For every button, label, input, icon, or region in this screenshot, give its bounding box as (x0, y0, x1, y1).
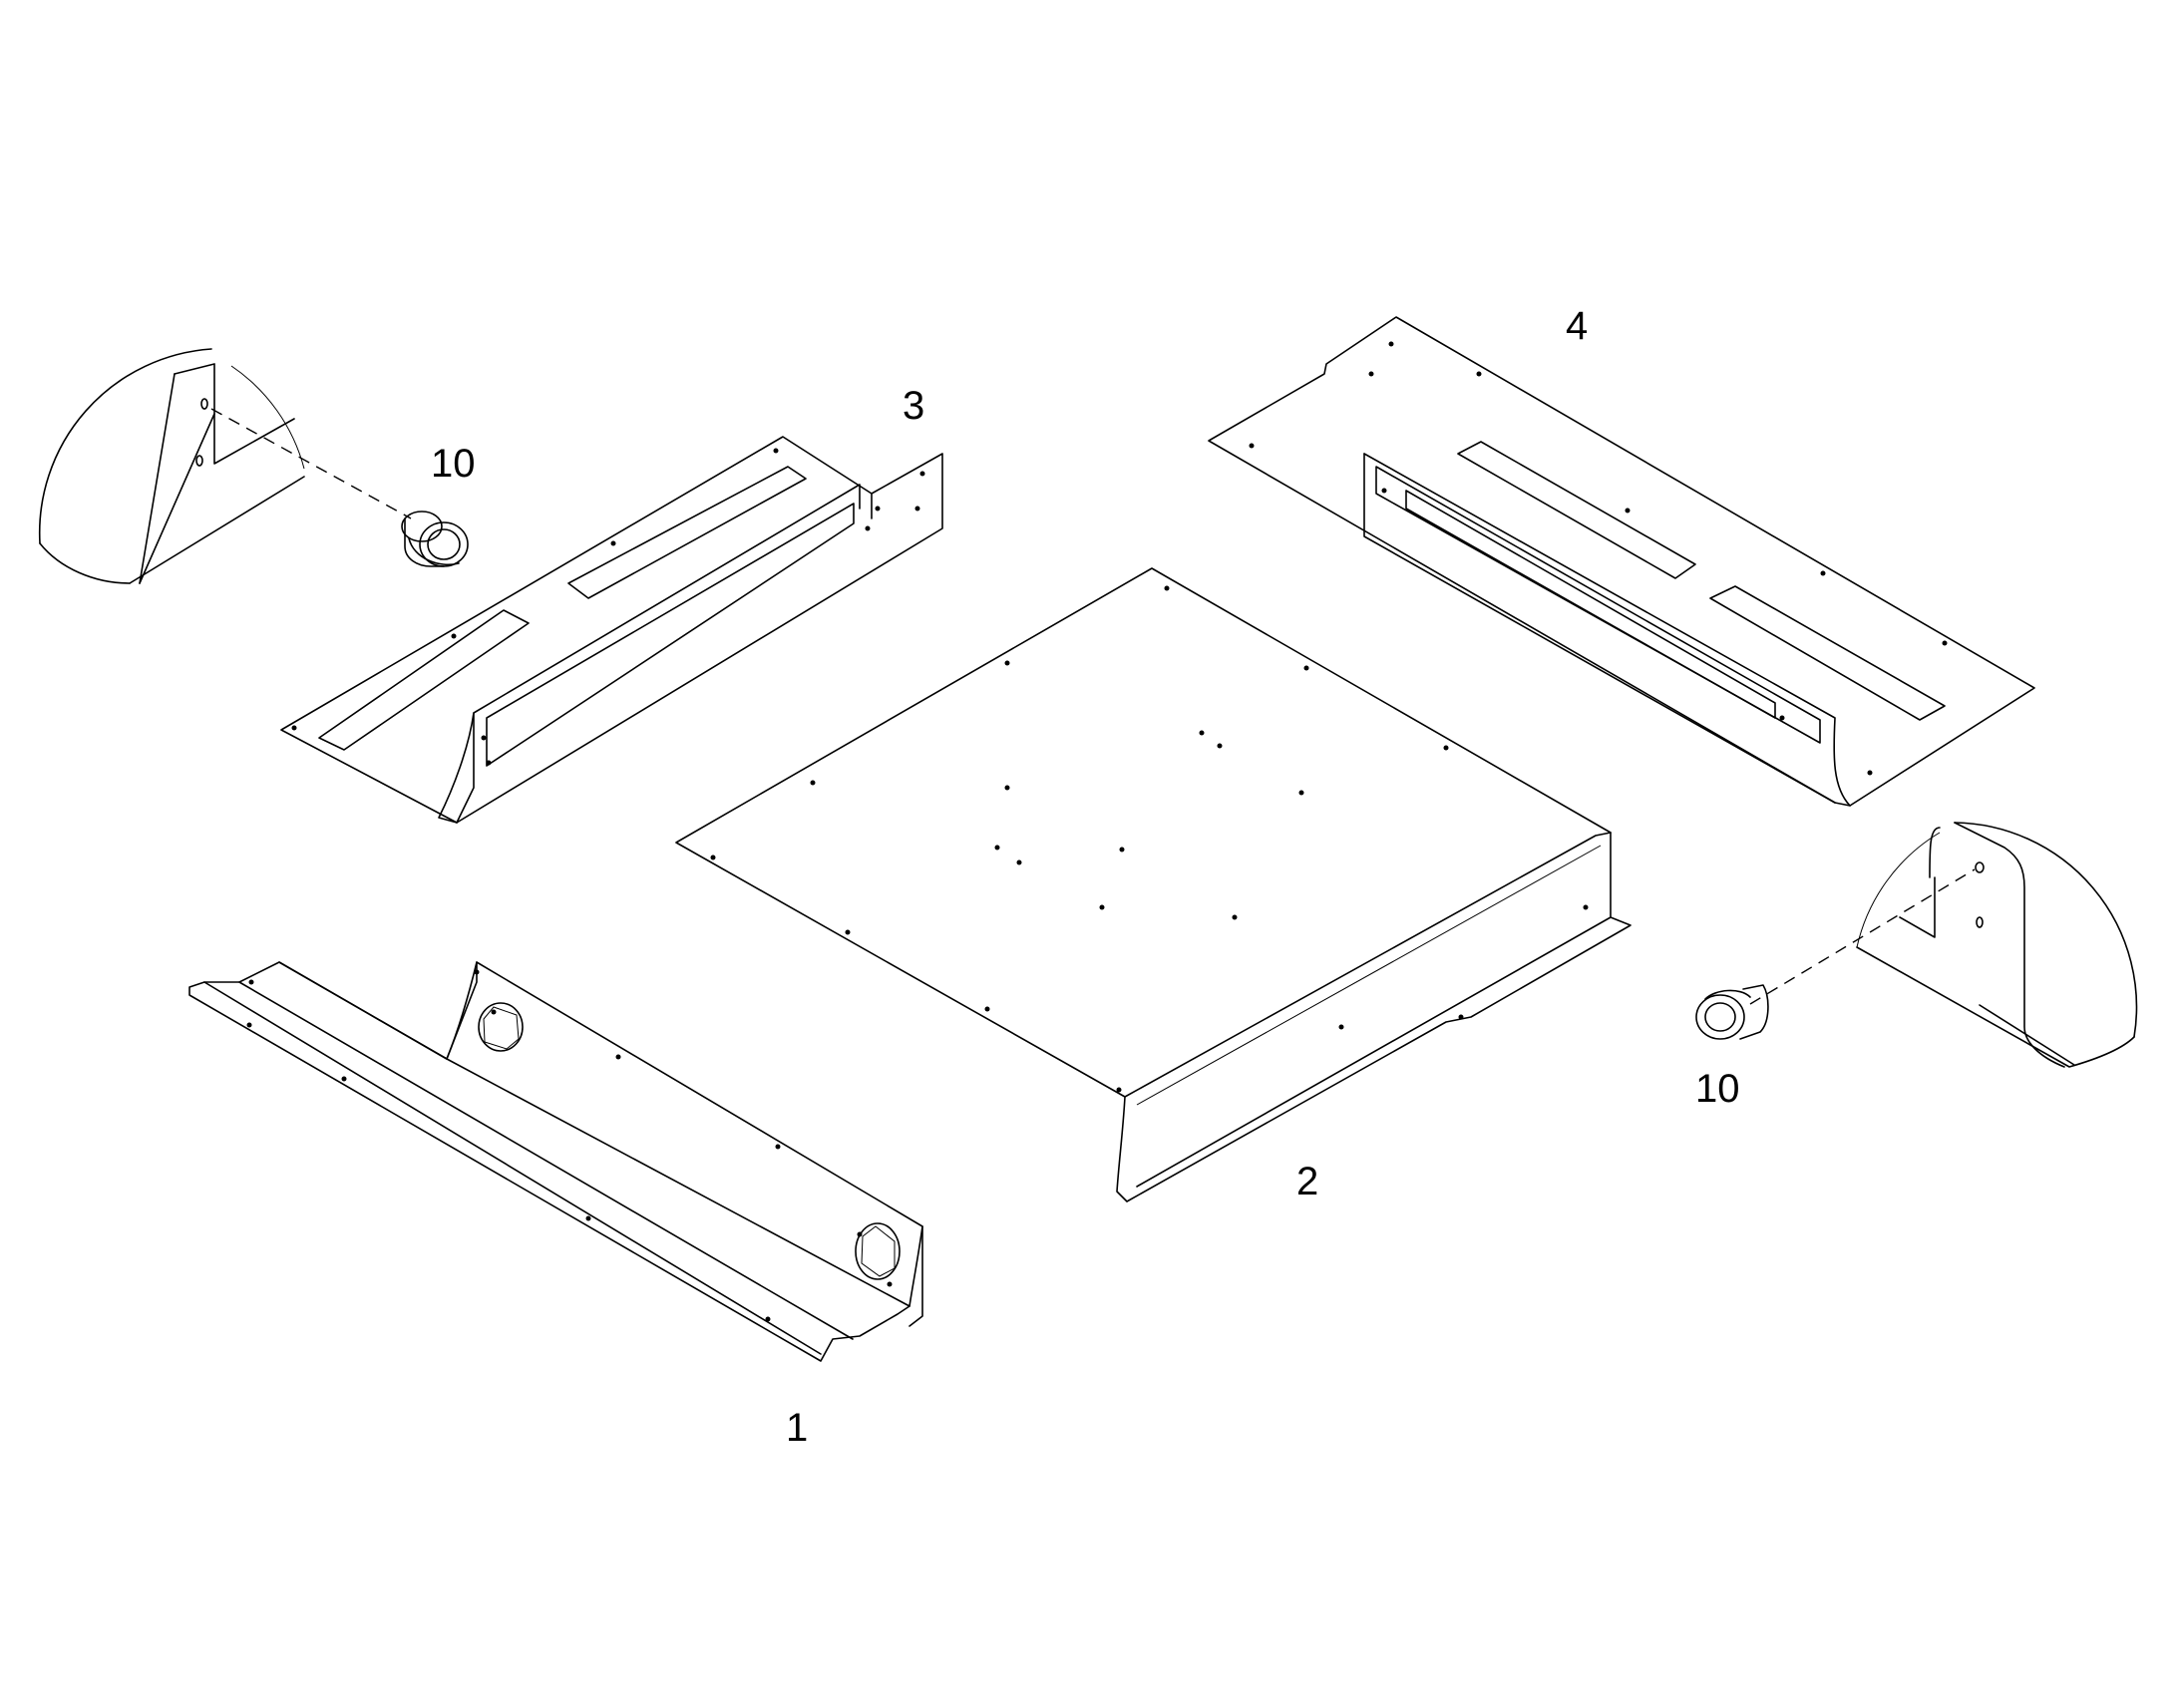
panel-part-4 (1208, 316, 2035, 807)
callout-part-1: 1 (786, 1406, 808, 1450)
base-plate-part-2 (675, 567, 1632, 1202)
channel-part-1 (188, 961, 923, 1362)
grommet-part-10-left (401, 511, 469, 567)
detail-view-left (38, 348, 412, 584)
callout-part-3: 3 (903, 384, 924, 428)
grommet-part-10-right (1695, 868, 1976, 1040)
panel-part-3 (280, 436, 943, 824)
callout-part-10-left: 10 (431, 442, 476, 486)
detail-view-right (1856, 822, 2138, 1068)
callout-part-2: 2 (1296, 1160, 1318, 1203)
callout-part-4: 4 (1566, 304, 1588, 348)
callout-part-10-right: 10 (1695, 1067, 1740, 1111)
